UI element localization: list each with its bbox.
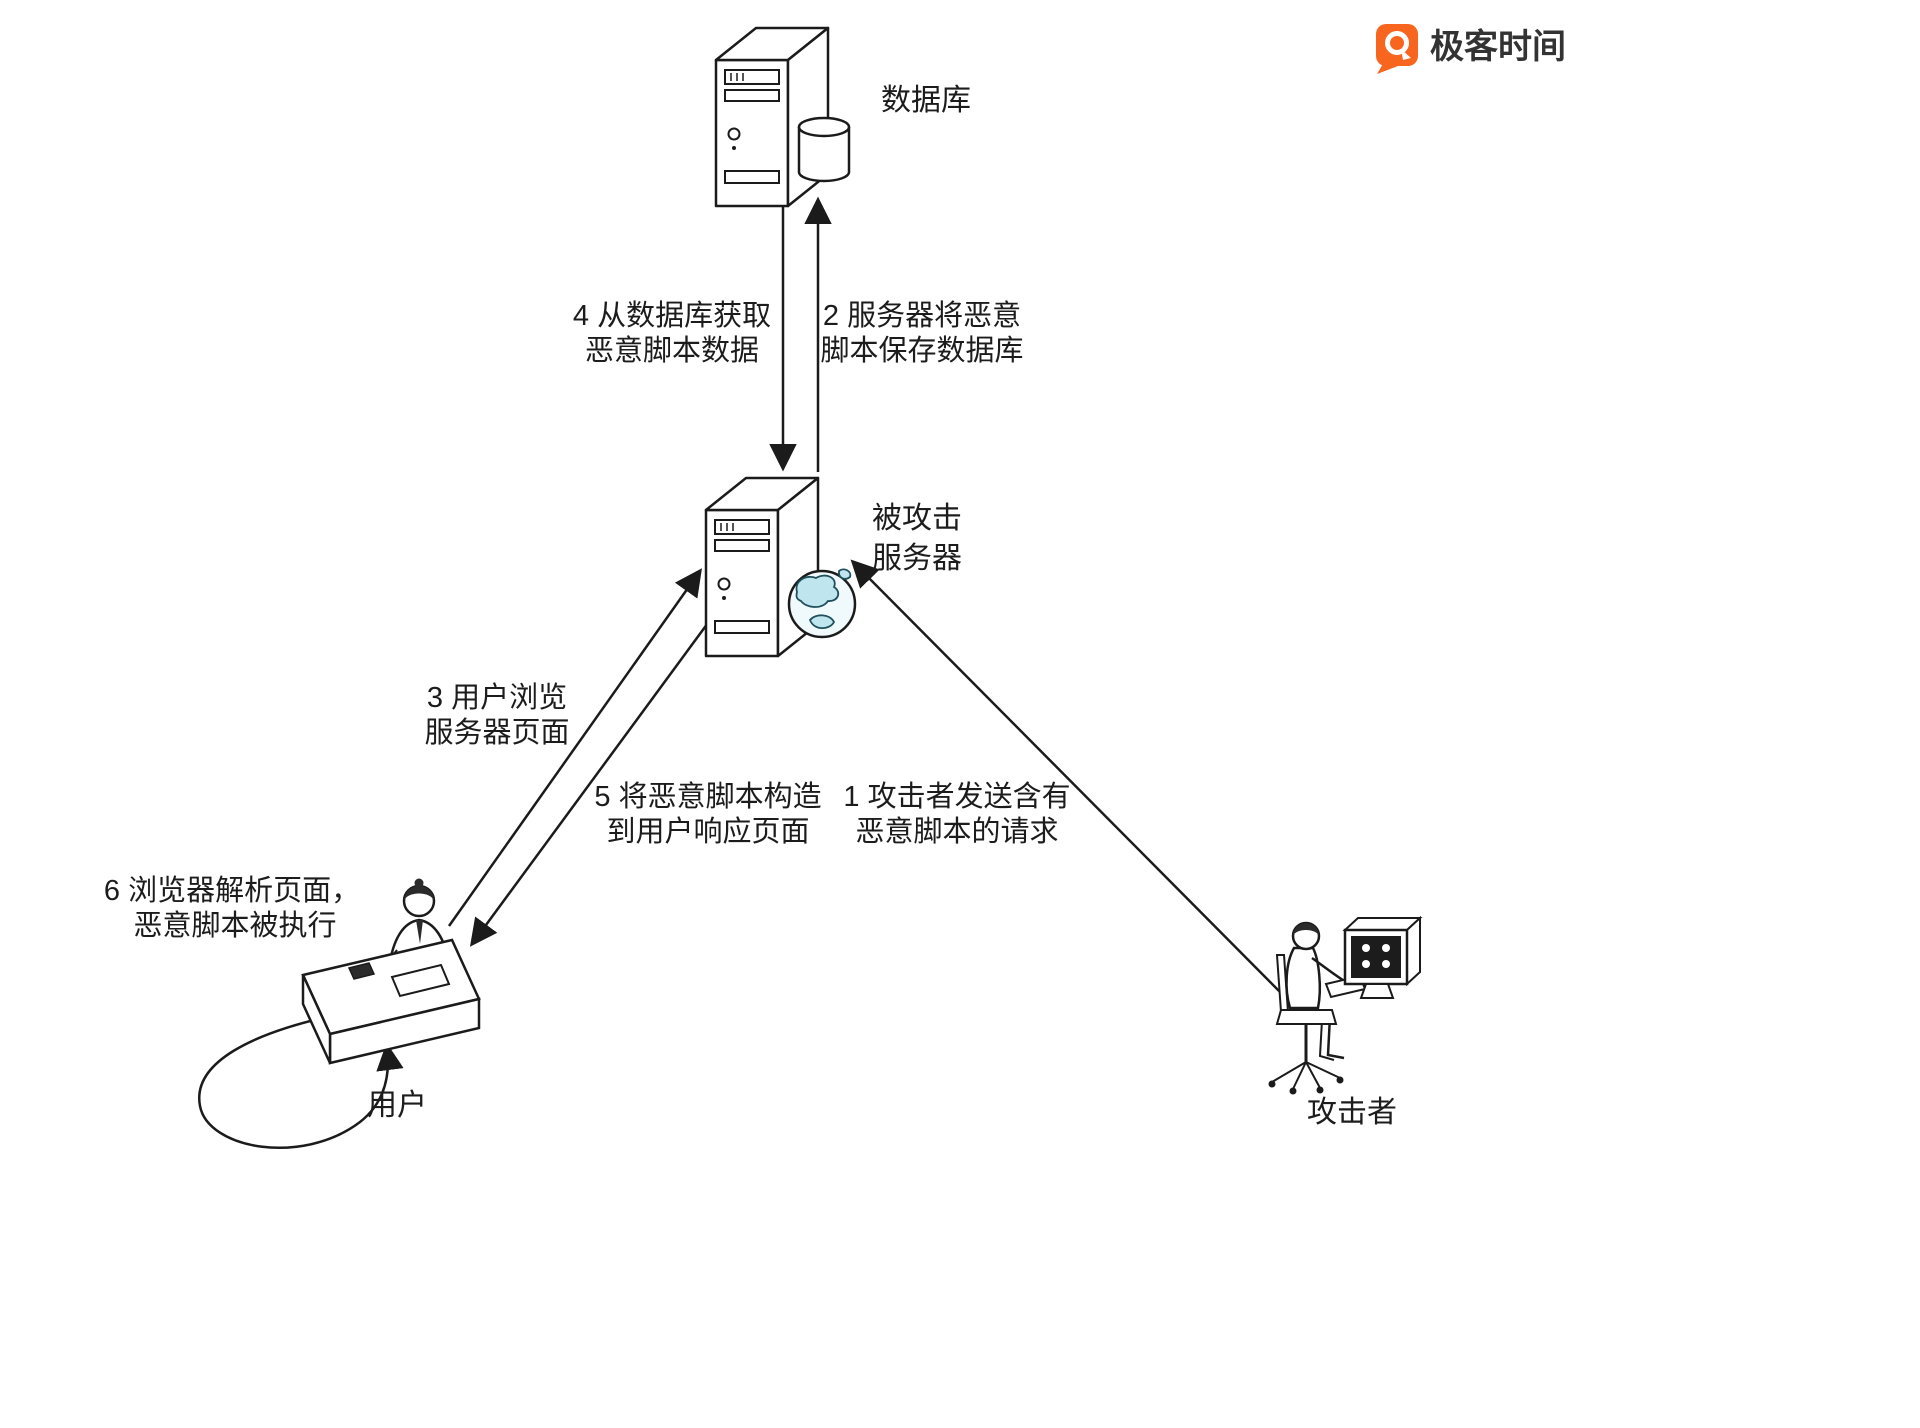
person-at-desk-icon <box>301 878 481 1065</box>
attacker-node: 攻击者 <box>1268 915 1423 1129</box>
step1-label-line2: 恶意脚本的请求 <box>855 815 1058 848</box>
database-node: 数据库 <box>714 26 971 208</box>
database-label: 数据库 <box>881 84 971 117</box>
user-node: 用户 <box>301 878 481 1122</box>
geektime-logo-text: 极客时间 <box>1430 27 1566 66</box>
person-at-computer-icon <box>1268 915 1423 1095</box>
step3-label-line2: 服务器页面 <box>424 716 569 749</box>
arrow-step6-browser-loop <box>198 1010 404 1150</box>
step4-label-line1: 4 从数据库获取 <box>573 299 771 332</box>
attacked-server-label-line2: 服务器 <box>872 542 962 575</box>
attacked-server-label-line1: 被攻击 <box>872 502 962 535</box>
arrow-step1-attacker-to-server <box>850 559 1287 999</box>
geektime-logo-icon <box>1376 24 1418 74</box>
step4-label-line2: 恶意脚本数据 <box>585 334 759 367</box>
step5-label-line1: 5 将恶意脚本构造 <box>594 780 821 813</box>
geektime-logo: 极客时间 <box>1376 24 1566 74</box>
user-label: 用户 <box>367 1089 427 1122</box>
arrow-step5-server-to-user <box>469 611 718 947</box>
step-annotations: 4 从数据库获取 恶意脚本数据 2 服务器将恶意 脚本保存数据库 3 用户浏览 … <box>104 299 1071 942</box>
attacker-label: 攻击者 <box>1307 1096 1397 1129</box>
step1-label-line1: 1 攻击者发送含有 <box>843 780 1070 813</box>
database-cylinder-icon <box>797 116 851 183</box>
step6-label-line2: 恶意脚本被执行 <box>133 909 336 942</box>
step6-label-line1: 6 浏览器解析页面， <box>104 874 360 907</box>
step3-label-line1: 3 用户浏览 <box>427 681 567 714</box>
attacked-server-node: 被攻击 服务器 <box>704 476 962 658</box>
step5-label-line2: 到用户响应页面 <box>606 815 809 848</box>
step2-label-line1: 2 服务器将恶意 <box>823 299 1021 332</box>
globe-icon <box>787 568 857 639</box>
diagram-edges <box>198 196 1287 1150</box>
arrow-step3-user-to-server <box>447 568 702 927</box>
step2-label-line2: 脚本保存数据库 <box>820 334 1023 367</box>
